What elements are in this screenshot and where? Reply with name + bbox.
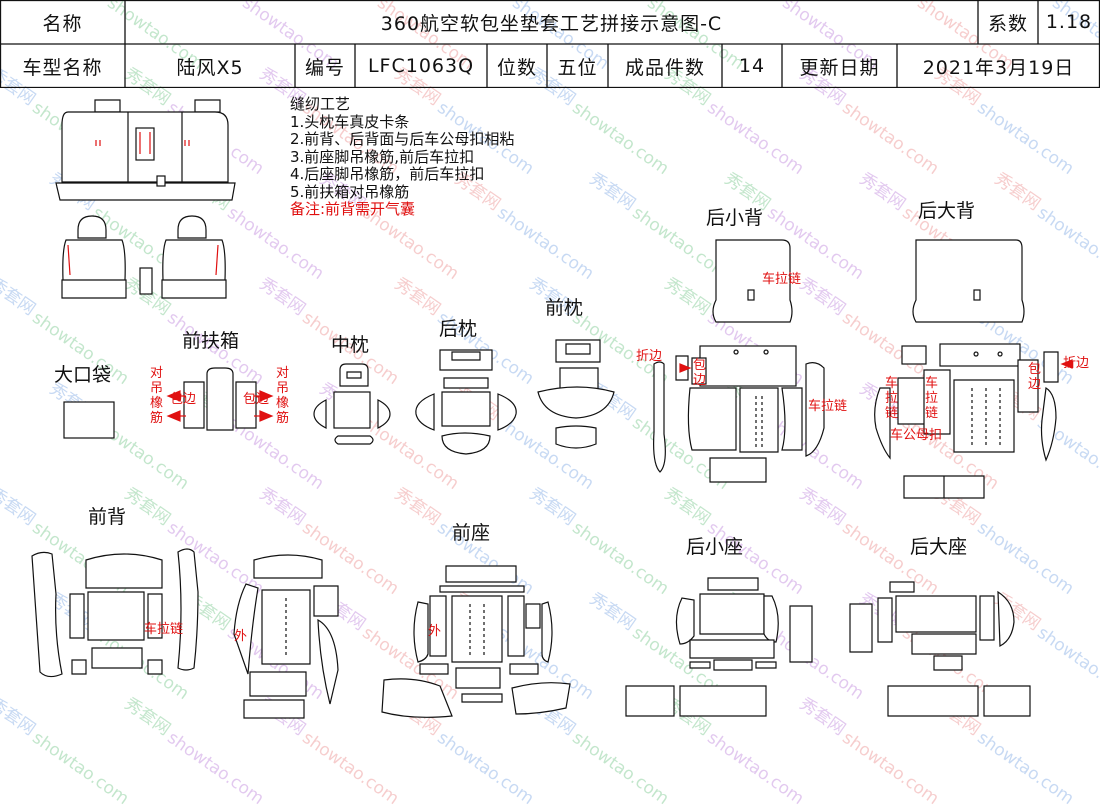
annotation-outer-front-seat: 外 <box>428 624 442 639</box>
coefficient-label: 系数 <box>987 12 1028 35</box>
annotation-wrap-v-right: 包 边 <box>1028 362 1042 392</box>
annotation-elastic-left: 对 吊 橡 筋 <box>150 366 164 426</box>
front-armrest-pieces <box>166 367 274 431</box>
annotation-fold-left: 折边 <box>636 349 663 364</box>
front-pillow-pieces <box>537 339 615 449</box>
annotation-zipper-v-left: 车 拉 链 <box>885 376 899 421</box>
pieces-value: 14 <box>738 55 766 77</box>
annotation-fold-right: 折边 <box>1063 356 1090 371</box>
date-label: 更新日期 <box>799 56 880 79</box>
rear-big-back-pieces <box>874 239 1073 499</box>
code-label: 编号 <box>304 56 345 79</box>
front-seat-pieces <box>381 565 571 718</box>
watermark-site: showtao.com <box>973 728 1078 809</box>
label-rear-big-back: 后大背 <box>918 200 976 222</box>
note-item: 2.前背、后背面与后车公母扣相粘 <box>290 130 515 148</box>
annotation-elastic-right: 对 吊 橡 筋 <box>276 366 290 426</box>
big-pocket-piece <box>63 401 115 439</box>
note-item: 1.头枕车真皮卡条 <box>290 112 410 131</box>
watermark-site: showtao.com <box>433 728 538 809</box>
coefficient-value: 1.18 <box>1045 11 1093 33</box>
label-front-pillow: 前枕 <box>545 297 584 319</box>
label-front-seat: 前座 <box>452 522 491 544</box>
label-rear-small-back: 后小背 <box>706 207 764 229</box>
watermark-site: showtao.com <box>298 728 403 809</box>
annotation-wrap-left: 包边 <box>170 392 197 407</box>
annotation-wrap-v-left: 包 边 <box>693 358 707 388</box>
rear-big-seat-pieces <box>849 581 1031 717</box>
code-value: LFC1063Q <box>367 55 475 77</box>
front-back-side-pieces <box>233 554 339 719</box>
label-big-pocket: 大口袋 <box>54 364 112 386</box>
watermark-site: showtao.com <box>703 728 808 809</box>
annotation-snap: 车公母扣 <box>890 428 943 443</box>
model-label: 车型名称 <box>22 56 103 79</box>
model-value: 陆风X5 <box>176 56 244 79</box>
label-rear-pillow: 后枕 <box>439 318 478 340</box>
pieces-label: 成品件数 <box>624 56 705 79</box>
label-rear-big-seat: 后大座 <box>910 536 968 558</box>
notes-title: 缝纫工艺 <box>290 95 351 113</box>
front-seats-overview <box>61 215 227 299</box>
watermark-site: showtao.com <box>838 728 943 809</box>
seats-value: 五位 <box>557 56 598 79</box>
middle-pillow-pieces <box>313 363 391 445</box>
pattern-drawings <box>31 99 1073 719</box>
annotation-zipper-small-back-side: 车拉链 <box>808 399 848 414</box>
watermark-site: showtao.com <box>568 728 673 809</box>
annotation-zipper-front-back: 车拉链 <box>144 622 184 637</box>
front-back-pieces <box>31 548 199 678</box>
annotation-wrap-right: 包边 <box>243 392 270 407</box>
annotation-zipper-small-back: 车拉链 <box>762 272 802 287</box>
watermark-site: showtao.com <box>28 728 133 809</box>
annotation-zipper-v-right: 车 拉 链 <box>925 376 939 421</box>
note-item: 5.前扶箱对吊橡筋 <box>290 182 410 201</box>
notes-remark: 备注:前背需开气囊 <box>290 200 416 218</box>
watermark-site: showtao.com <box>163 728 268 809</box>
note-item: 3.前座脚吊橡筋,前后车拉扣 <box>290 147 475 166</box>
seats-label: 位数 <box>496 56 537 79</box>
sheet-title: 360航空软包坐垫套工艺拼接示意图-C <box>380 12 723 35</box>
annotation-outer-front-back: 外 <box>234 629 248 644</box>
date-value: 2021年3月19日 <box>922 56 1075 79</box>
label-front-armrest: 前扶箱 <box>182 330 240 352</box>
label-front-back: 前背 <box>88 506 127 528</box>
rear-small-back-pieces <box>653 239 825 483</box>
name-label: 名称 <box>42 12 83 35</box>
rear-small-seat-pieces <box>625 577 813 717</box>
label-middle-pillow: 中枕 <box>331 334 370 356</box>
rear-bench-overview <box>55 99 236 201</box>
label-rear-small-seat: 后小座 <box>686 536 744 558</box>
rear-pillow-pieces <box>415 349 517 455</box>
note-item: 4.后座脚吊橡筋，前后车拉扣 <box>290 165 485 183</box>
sewing-notes: 缝纫工艺 1.头枕车真皮卡条 2.前背、后背面与后车公母扣相粘 3.前座脚吊橡筋… <box>290 95 515 219</box>
